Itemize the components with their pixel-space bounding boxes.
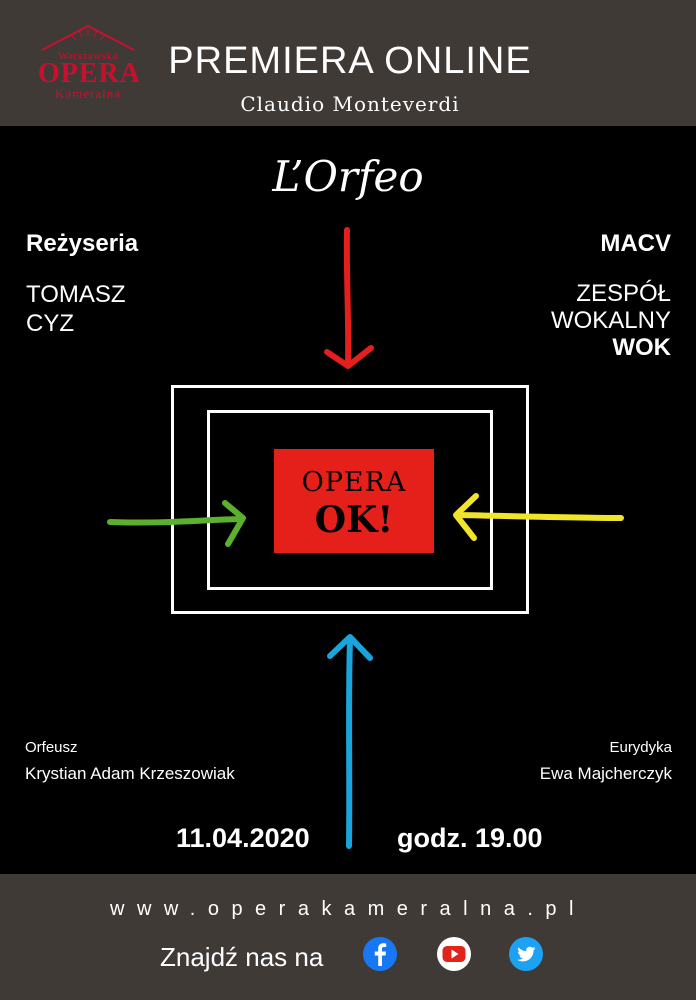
find-us-label: Znajdź nas na — [160, 942, 324, 972]
opera-title: L’Orfeo — [272, 152, 424, 201]
badge-line-1: OPERA — [301, 467, 407, 498]
ensemble-line-3: WOK — [612, 334, 671, 361]
badge-line-2: OK! — [314, 499, 394, 541]
opera-ok-badge: OPERA OK! — [274, 449, 434, 553]
event-date: 11.04.2020 — [176, 823, 310, 853]
website-link[interactable]: www.operakameralna.pl — [110, 898, 586, 920]
director-last-name: CYZ — [26, 310, 74, 337]
opera-kameralna-logo[interactable]: Warszawska OPERA Kameralna — [38, 22, 141, 104]
direction-label: Reżyseria — [26, 230, 139, 257]
facebook-icon[interactable] — [362, 936, 398, 972]
logo-line-3: Kameralna — [54, 86, 122, 101]
outer-frame — [171, 385, 529, 614]
logo-roof-icon — [41, 24, 135, 51]
blue-arrow-icon — [327, 634, 373, 849]
inner-frame — [207, 410, 493, 590]
ensemble-label: MACV — [600, 230, 671, 257]
director-first-name: TOMASZ — [26, 281, 126, 308]
twitter-icon[interactable] — [508, 936, 544, 972]
logo-line-1: Warszawska — [58, 50, 118, 62]
green-arrow-icon — [107, 500, 246, 547]
footer-bar: www.operakameralna.pl Znajdź nas na — [0, 874, 696, 1000]
composer-name: Claudio Monteverdi — [240, 92, 460, 116]
ensemble-name: ZESPÓŁ WOKALNY WOK — [551, 280, 671, 361]
ensemble-line-1: ZESPÓŁ — [576, 280, 671, 307]
premiere-heading: PREMIERA ONLINE — [168, 40, 532, 82]
red-arrow-icon — [324, 227, 374, 369]
eurydice-singer: Ewa Majcherczyk — [539, 764, 672, 783]
orpheus-singer: Krystian Adam Krzeszowiak — [25, 764, 235, 783]
ensemble-line-2: WOKALNY — [550, 307, 671, 334]
header-bar: Warszawska OPERA Kameralna PREMIERA ONLI… — [0, 0, 696, 126]
eurydice-role: Eurydyka — [609, 739, 672, 756]
director-name: TOMASZ CYZ — [26, 280, 126, 338]
orpheus-role: Orfeusz — [25, 739, 78, 756]
event-time: godz. 19.00 — [397, 823, 543, 853]
yellow-arrow-icon — [453, 493, 624, 541]
youtube-icon[interactable] — [436, 936, 472, 972]
logo-line-2: OPERA — [38, 58, 141, 89]
